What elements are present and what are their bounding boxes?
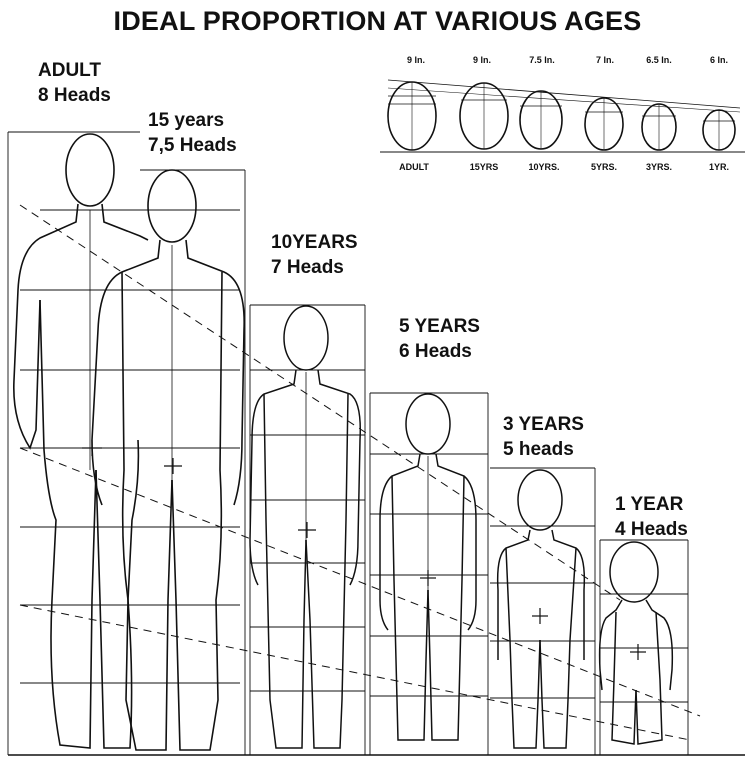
figure-15-years [92,170,244,750]
head-comparison [380,80,745,152]
head-1-year [703,110,735,150]
grid-adult [8,132,745,755]
head-guide-2 [388,88,740,112]
head-adult [388,82,436,150]
grid-15-years [140,170,245,755]
figure-10-years [250,306,360,748]
head-top-guide [388,80,740,108]
figure-3-years [498,470,585,748]
head-15-years [460,83,508,149]
figure-5-years [380,394,476,740]
figure-adult [14,134,148,748]
head-5-years [585,98,623,150]
figures-group [8,132,745,755]
head-3-years [642,104,676,150]
figure-1-year [600,542,673,744]
